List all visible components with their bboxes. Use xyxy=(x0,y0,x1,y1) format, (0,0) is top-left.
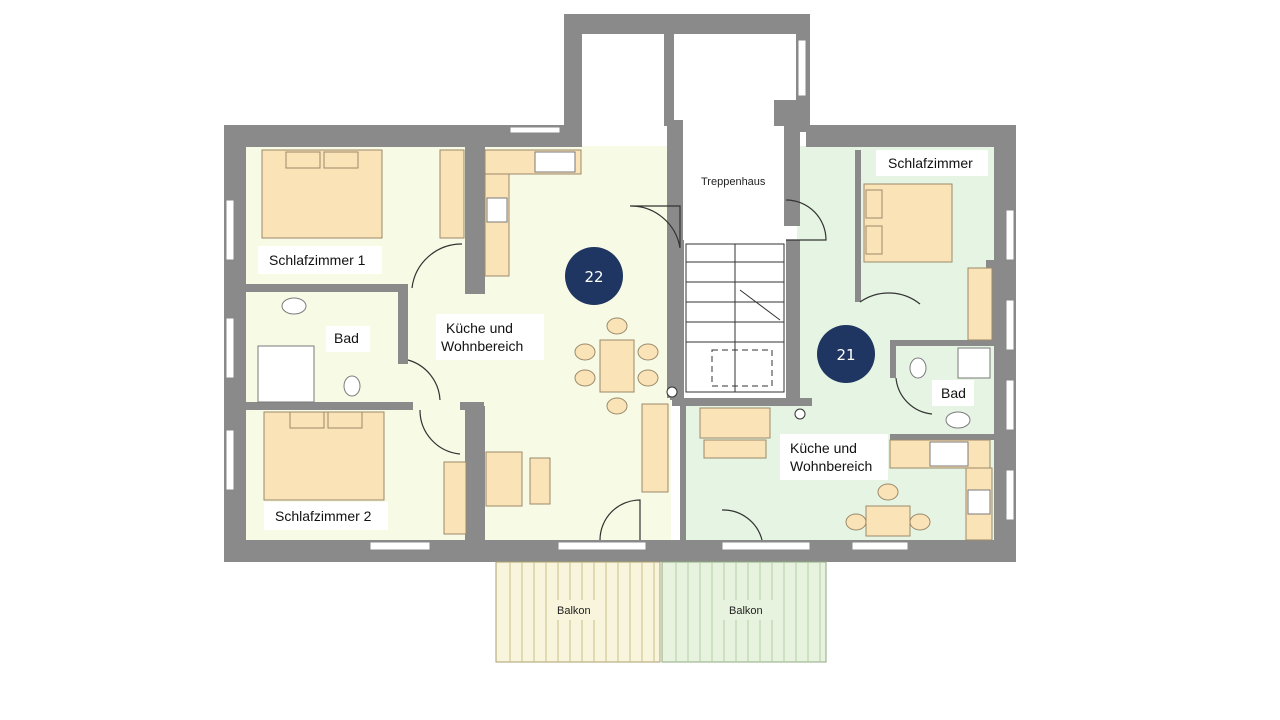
label-kueche-21-line2: Wohnbereich xyxy=(790,458,872,474)
label-treppenhaus: Treppenhaus xyxy=(701,176,766,188)
label-kueche-22-line1: Küche und xyxy=(446,320,513,336)
label-kueche-21-line1: Küche und xyxy=(790,440,857,456)
stairs xyxy=(666,243,806,420)
balcony-21 xyxy=(661,561,827,663)
furniture-unit-22 xyxy=(257,149,669,535)
windows xyxy=(225,39,1015,551)
label-kueche-22-line2: Wohnbereich xyxy=(441,338,523,354)
label-bad-left: Bad xyxy=(334,330,359,346)
label-schlafzimmer-right: Schlafzimmer xyxy=(888,155,973,171)
furniture-unit-21 xyxy=(699,183,993,541)
unit-badge-22: 22 xyxy=(565,247,623,305)
label-schlafzimmer-2: Schlafzimmer 2 xyxy=(275,508,372,524)
floor-top-left-room xyxy=(582,34,664,120)
dining-table-icon xyxy=(865,505,911,537)
unit-number-21: 21 xyxy=(836,346,855,364)
label-bad-right: Bad xyxy=(941,385,966,401)
unit-badge-21: 21 xyxy=(817,325,875,383)
label-balkon-right: Balkon xyxy=(729,605,763,617)
sofa-icon xyxy=(485,451,523,507)
label-schlafzimmer-1: Schlafzimmer 1 xyxy=(269,252,366,268)
doors xyxy=(407,199,933,541)
label-boxes xyxy=(258,150,988,530)
balcony-22 xyxy=(495,561,661,663)
sofa-icon xyxy=(699,407,771,439)
label-balkon-left: Balkon xyxy=(557,605,591,617)
bed-icon xyxy=(261,149,383,239)
dining-table-icon xyxy=(599,339,635,393)
unit-number-22: 22 xyxy=(584,268,603,286)
